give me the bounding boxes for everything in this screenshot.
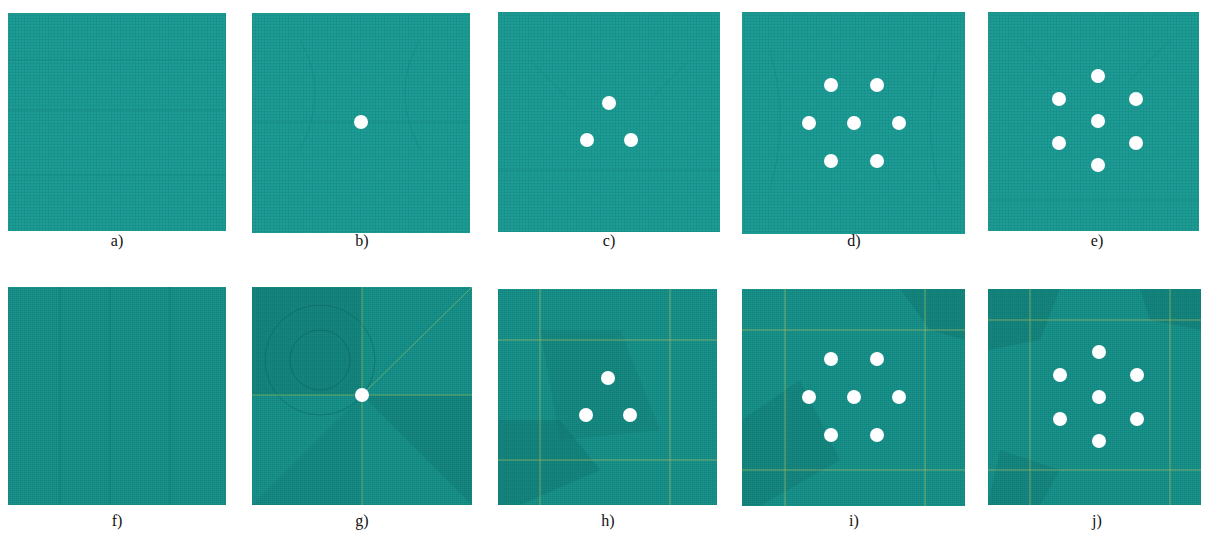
panel-label-slot: a) <box>111 232 123 250</box>
mesh-panel <box>742 289 965 506</box>
mesh-panel <box>252 13 470 233</box>
mesh-panel <box>8 287 226 505</box>
panel-label-slot: d) <box>847 232 860 250</box>
mesh-panel <box>988 12 1199 231</box>
mesh-panel <box>498 289 717 505</box>
panel-label-slot: j) <box>1092 512 1102 530</box>
mesh-panel <box>252 287 472 505</box>
panel-label: c) <box>603 232 615 249</box>
panel-label: b) <box>355 232 368 249</box>
panel-label-slot: h) <box>601 512 614 530</box>
mesh-panel <box>988 289 1201 505</box>
panel-label-slot: f) <box>112 512 123 530</box>
panel-label: g) <box>355 512 368 529</box>
panel-label: j) <box>1092 512 1102 529</box>
panel-label: e) <box>1091 232 1103 249</box>
panel-label-slot: b) <box>355 232 368 250</box>
mesh-panel <box>498 12 720 232</box>
panel-label-slot: e) <box>1091 232 1103 250</box>
panel-label-slot: g) <box>355 512 368 530</box>
panel-label-slot: i) <box>849 512 859 530</box>
mesh-panel <box>742 12 965 234</box>
panel-label-slot: c) <box>603 232 615 250</box>
mesh-panel <box>8 13 226 231</box>
panel-label: d) <box>847 232 860 249</box>
panel-label: f) <box>112 512 123 529</box>
panel-label: i) <box>849 512 859 529</box>
panel-label: a) <box>111 232 123 249</box>
panel-label: h) <box>601 512 614 529</box>
